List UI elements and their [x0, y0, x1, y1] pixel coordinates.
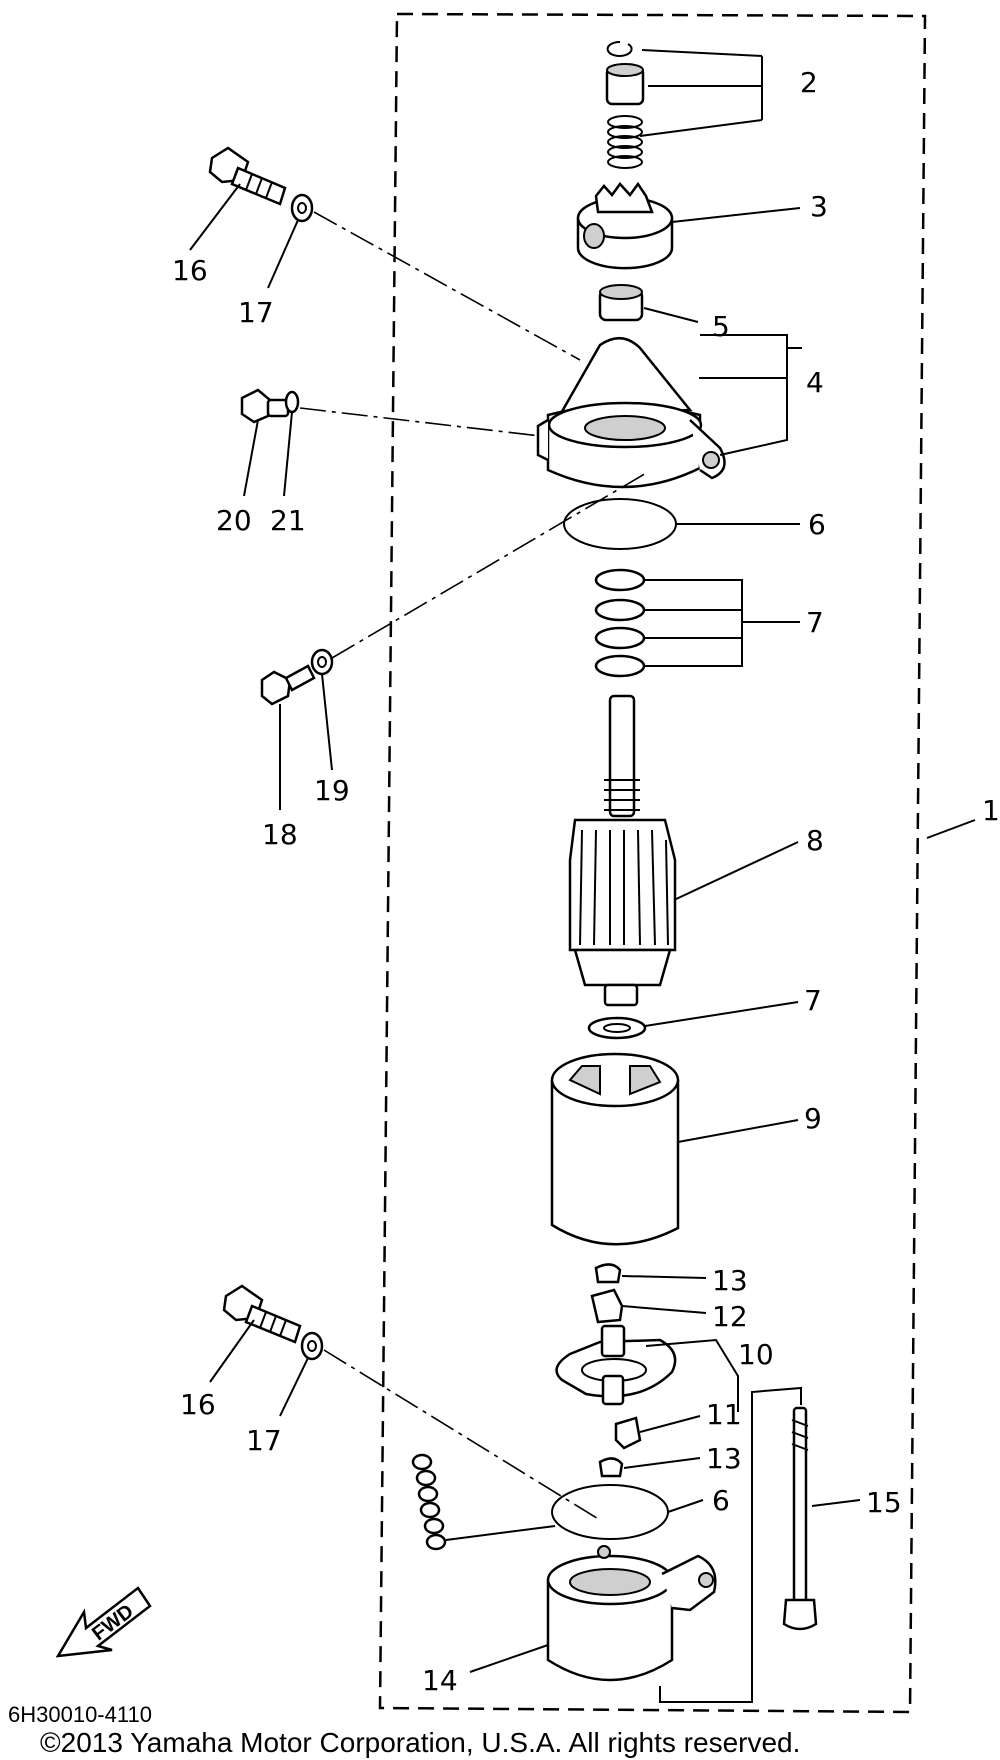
- callout-16-lower: 16: [180, 1388, 216, 1421]
- part-6-o-ring-lower: [551, 1484, 704, 1540]
- part-7-washers-upper: [594, 568, 800, 678]
- callout-1: 1: [982, 794, 1000, 827]
- leader-17-to-bracket: [313, 211, 581, 361]
- leader-19-to-bracket: [331, 471, 649, 659]
- part-16-bolt-upper: [189, 146, 287, 251]
- part-15-through-bolt: [782, 1406, 861, 1631]
- callout-15: 15: [866, 1486, 902, 1519]
- part-3-pinion: [576, 181, 801, 270]
- callout-11: 11: [706, 1398, 742, 1431]
- part-19-washer: [310, 648, 334, 771]
- leader-1: [926, 819, 976, 839]
- callout-16-upper: 16: [172, 254, 208, 287]
- part-16-bolt-lower: [209, 1284, 302, 1383]
- callout-17-upper: 17: [238, 296, 274, 329]
- callout-10: 10: [738, 1338, 774, 1371]
- rear-bracket-hardware: [411, 1453, 556, 1551]
- part-2-clip-collar-spring: [605, 40, 763, 169]
- part-13-brush-spring-upper: [594, 1263, 707, 1284]
- part-7-washer-lower: [587, 1001, 799, 1040]
- callout-9: 9: [804, 1102, 822, 1135]
- callout-6-lower: 6: [712, 1484, 730, 1517]
- callout-12: 12: [712, 1300, 748, 1333]
- callout-14: 14: [422, 1664, 458, 1697]
- callout-7-upper: 7: [806, 606, 824, 639]
- part-10-brush-holder: [555, 1324, 739, 1412]
- part-20-bolt: [240, 388, 290, 497]
- callout-13-upper: 13: [712, 1264, 748, 1297]
- part-21-washer: [283, 390, 300, 497]
- copyright: ©2013 Yamaha Motor Corporation, U.S.A. A…: [40, 1727, 800, 1758]
- callout-13-lower: 13: [706, 1442, 742, 1475]
- callout-3: 3: [810, 190, 828, 223]
- assembly-boundary: [378, 12, 927, 1714]
- leader-21-to-bracket: [299, 407, 541, 437]
- callout-5: 5: [712, 310, 730, 343]
- part-5-bushing: [598, 284, 699, 323]
- callout-20: 20: [216, 504, 252, 537]
- part-18-bolt: [260, 664, 316, 810]
- callout-4: 4: [806, 366, 824, 399]
- callout-6-upper: 6: [808, 508, 826, 541]
- callout-18: 18: [262, 818, 298, 851]
- callout-7-lower: 7: [804, 984, 822, 1017]
- callout-17-lower: 17: [246, 1424, 282, 1457]
- part-14-rear-bracket: [469, 1386, 802, 1703]
- part-6-o-ring-upper: [563, 498, 800, 550]
- part-9-yoke: [550, 1052, 799, 1246]
- callout-8: 8: [806, 824, 824, 857]
- callout-21: 21: [270, 504, 306, 537]
- part-13-brush-spring-lower: [598, 1457, 701, 1478]
- part-12-brush: [590, 1288, 707, 1324]
- callout-19: 19: [314, 774, 350, 807]
- part-17-washer-lower: [279, 1331, 324, 1417]
- part-4-front-bracket: [536, 334, 802, 489]
- part-11-brush: [614, 1415, 701, 1450]
- leader-17-to-rear-bracket: [323, 1349, 601, 1521]
- fwd-arrow-icon: FWD: [55, 1586, 152, 1658]
- part-17-washer-upper: [267, 193, 314, 289]
- part-8-armature: [568, 694, 799, 1007]
- callout-2: 2: [800, 66, 818, 99]
- part-number: 6H30010-4110: [8, 1702, 152, 1727]
